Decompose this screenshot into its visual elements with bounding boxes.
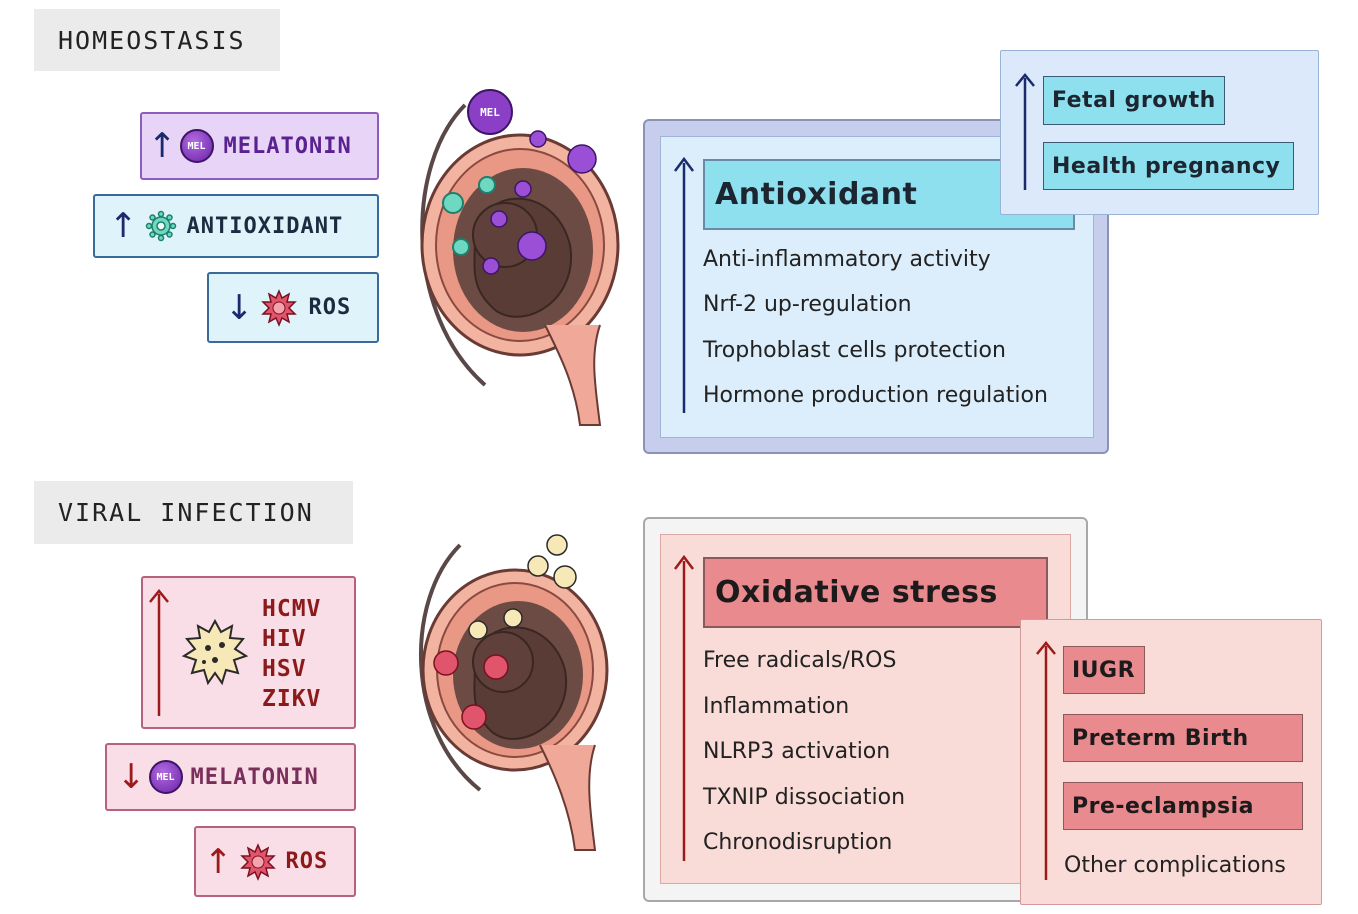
effect-item: Anti-inflammatory activity	[703, 247, 991, 272]
uterus-illustration-homeostasis: MEL	[420, 89, 620, 426]
outcome-iugr: IUGR	[1063, 646, 1145, 694]
effect-item: Trophoblast cells protection	[703, 338, 1006, 363]
red-up-arrow-icon	[149, 589, 169, 716]
antioxidant-molecule-icon	[145, 210, 177, 242]
red-up-arrow-icon	[674, 554, 694, 861]
melatonin-label: MELATONIN	[190, 764, 319, 790]
up-arrow-icon: ↑	[148, 126, 178, 166]
down-arrow-icon: ↓	[225, 287, 255, 328]
virus-icon	[181, 618, 249, 686]
melatonin-label: MELATONIN	[223, 133, 352, 159]
melatonin-decrease-pill: ↓ MEL MELATONIN	[105, 743, 356, 811]
effect-item: Free radicals/ROS	[703, 648, 897, 673]
uterus-illustration-viral	[419, 534, 609, 851]
down-arrow-icon: ↓	[117, 757, 147, 797]
outcome-fetal-growth: Fetal growth	[1043, 76, 1225, 125]
effect-item: Hormone production regulation	[703, 383, 1048, 408]
outcome-pre-eclampsia: Pre-eclampsia	[1063, 782, 1303, 830]
ros-label: ROS	[308, 295, 352, 320]
virus-name: HIV	[262, 626, 307, 652]
virus-name: ZIKV	[262, 686, 322, 712]
homeostasis-label: HOMEOSTASIS	[34, 9, 280, 71]
floating-melatonin-badge: MEL	[480, 106, 500, 119]
effect-item: Inflammation	[703, 694, 850, 719]
outcome-other-complications: Other complications	[1064, 853, 1286, 878]
melatonin-molecule-icon: MEL	[148, 760, 183, 794]
antioxidant-increase-pill: ↑ ANTIOXIDANT	[93, 194, 379, 258]
blue-up-arrow-icon	[674, 156, 694, 413]
effect-item: TXNIP dissociation	[703, 785, 906, 810]
effect-item: Chronodisruption	[703, 830, 893, 855]
antioxidant-headline: Antioxidant	[703, 159, 1075, 230]
effect-item: NLRP3 activation	[703, 739, 891, 764]
red-up-arrow-icon	[1036, 641, 1056, 880]
outcome-health-pregnancy: Health pregnancy	[1043, 142, 1294, 190]
viral-infection-label: VIRAL INFECTION	[34, 481, 353, 544]
virus-name: HCMV	[262, 596, 322, 622]
melatonin-increase-pill: ↑ MEL MELATONIN	[140, 112, 379, 180]
antioxidant-label: ANTIOXIDANT	[186, 213, 344, 239]
ros-decrease-pill: ↓ ROS	[207, 272, 379, 343]
effect-item: Nrf-2 up-regulation	[703, 292, 912, 317]
ros-increase-pill: ↑ ROS	[194, 826, 356, 897]
ros-molecule-icon	[239, 842, 276, 881]
ros-molecule-icon	[260, 288, 297, 327]
blue-up-arrow-icon	[1015, 73, 1035, 190]
virus-list-pill	[141, 576, 356, 729]
virus-name: HSV	[262, 656, 307, 682]
melatonin-molecule-icon: MEL	[179, 129, 214, 163]
homeostasis-outcomes-panel	[1000, 50, 1319, 215]
outcome-preterm-birth: Preterm Birth	[1063, 714, 1303, 762]
ros-label: ROS	[285, 849, 329, 874]
oxidative-stress-headline: Oxidative stress	[703, 557, 1048, 628]
up-arrow-icon: ↑	[204, 841, 234, 882]
up-arrow-icon: ↑	[109, 206, 139, 246]
